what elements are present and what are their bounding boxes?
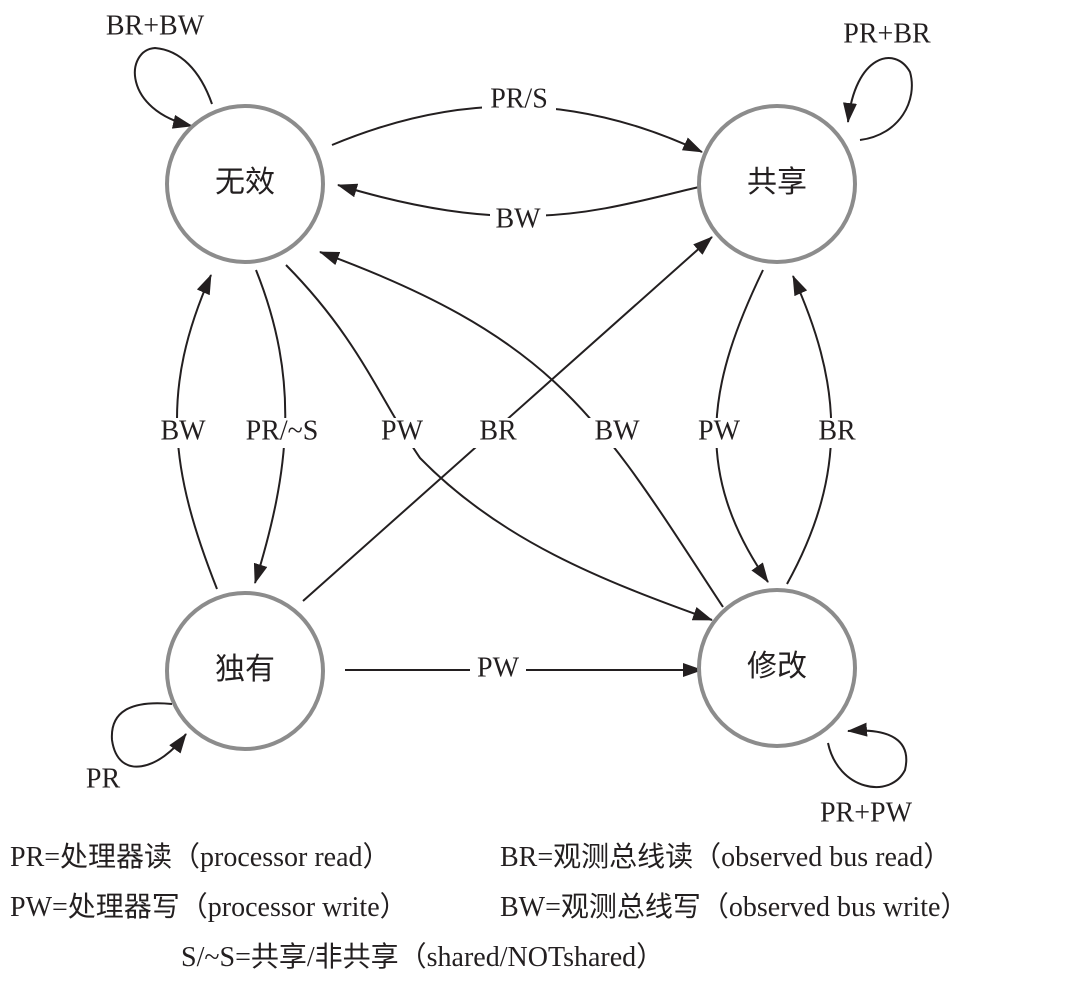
edge-shared-self-loop: [843, 57, 913, 141]
label-exclusive-to-shared: BR: [479, 415, 517, 446]
mesi-state-diagram: 无效 共享 独有 修改 BR+BW PR/S BW PR+BR BW PR/~S…: [86, 10, 931, 828]
label-modified-to-invalid: BW: [594, 415, 640, 446]
label-modified-self: PR+PW: [820, 797, 913, 828]
legend-bw: BW=观测总线写（observed bus write）: [500, 892, 969, 923]
label-exclusive-self: PR: [86, 763, 121, 794]
edge-exclusive-self-loop: [110, 702, 187, 768]
state-modified-label: 修改: [747, 649, 807, 684]
edge-shared-to-invalid: [337, 183, 700, 218]
state-shared-label: 共享: [747, 165, 807, 200]
state-invalid: 无效: [165, 104, 325, 264]
legend-br: BR=观测总线读（observed bus read）: [500, 842, 952, 873]
state-exclusive: 独有: [165, 591, 325, 751]
label-exclusive-to-invalid: BW: [160, 415, 206, 446]
state-exclusive-label: 独有: [215, 652, 275, 687]
label-shared-to-modified: PW: [698, 415, 741, 446]
label-modified-to-shared: BR: [818, 415, 856, 446]
label-invalid-to-shared: PR/S: [490, 83, 548, 114]
legend-shared: S/~S=共享/非共享（shared/NOTshared）: [181, 942, 665, 973]
state-modified: 修改: [697, 588, 857, 748]
edge-modified-self-loop: [827, 722, 908, 788]
label-invalid-self: BR+BW: [106, 10, 205, 41]
label-shared-to-invalid: BW: [495, 203, 541, 234]
label-shared-self: PR+BR: [843, 18, 931, 49]
label-invalid-to-exclusive: PR/~S: [246, 415, 319, 446]
edge-modified-to-invalid: [319, 251, 724, 608]
legend-pw: PW=处理器写（processor write）: [10, 892, 408, 923]
label-invalid-to-modified: PW: [381, 415, 424, 446]
state-invalid-label: 无效: [215, 165, 275, 200]
edge-invalid-self-loop: [133, 46, 213, 129]
legend-pr: PR=处理器读（processor read）: [10, 842, 391, 873]
edge-invalid-to-modified: [285, 264, 713, 621]
label-exclusive-to-modified: PW: [477, 652, 520, 683]
state-shared: 共享: [697, 104, 857, 264]
